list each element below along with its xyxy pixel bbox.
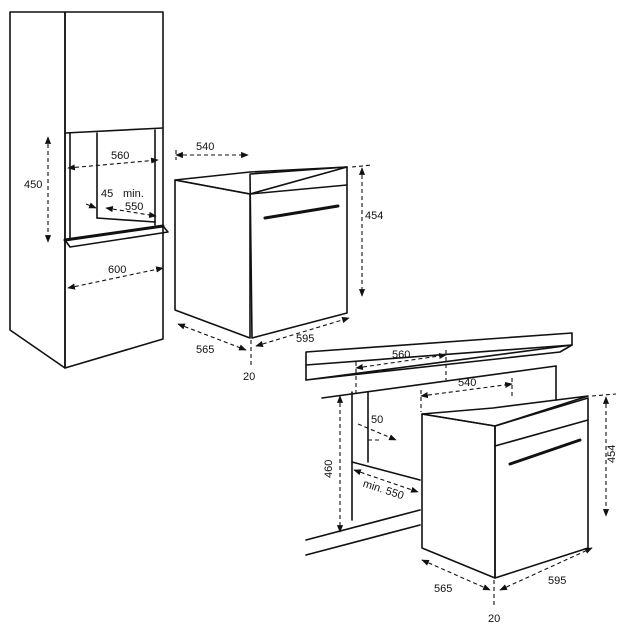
dim-niche-width <box>67 157 159 171</box>
dim-uc-oven-width <box>499 547 593 591</box>
label-oven-depth: 540 <box>196 141 214 153</box>
label-oven-body-depth: 565 <box>196 344 214 356</box>
dim-uc-body-depth <box>421 559 491 591</box>
niche-floor <box>351 461 421 481</box>
dim-rear-gap <box>85 202 97 209</box>
label-uc-niche-height: 460 <box>323 460 335 478</box>
oven-top <box>174 166 348 195</box>
cabinet-front <box>64 11 164 369</box>
oven-side <box>174 179 251 339</box>
uc-oven-top <box>421 395 589 427</box>
dim-uc-rear-gap <box>357 423 397 441</box>
label-uc-front-offset: 20 <box>488 613 500 625</box>
plinth-bottom <box>305 524 421 556</box>
shelf-edge <box>63 224 165 242</box>
label-uc-oven-depth: 540 <box>458 377 476 389</box>
oven-dimensions: 540 454 595 565 20 <box>175 141 383 383</box>
under-counter-dimensions: 560 540 460 50 min. 550 454 595 565 20 <box>323 349 618 625</box>
dim-uc-min-depth <box>353 469 419 493</box>
label-uc-niche-width: 560 <box>392 349 410 361</box>
dim-uc-oven-depth <box>420 381 513 399</box>
dim-uc-niche-width <box>355 352 447 371</box>
label-uc-min-depth: min. 550 <box>361 478 405 502</box>
niche-back-bottom <box>96 217 156 223</box>
oven-front <box>249 166 348 339</box>
label-niche-height: 450 <box>24 179 42 191</box>
label-oven-width: 595 <box>296 333 314 345</box>
label-uc-oven-width: 595 <box>548 575 566 587</box>
uc-oven-control-strip <box>494 419 589 447</box>
column-dimensions: 450 560 45 min. 550 600 <box>24 136 164 290</box>
column-cabinet <box>9 11 169 369</box>
label-min: min. <box>123 188 144 200</box>
dim-min-depth <box>105 206 157 218</box>
plinth-top <box>305 509 421 541</box>
label-niche-width: 560 <box>111 150 129 162</box>
uc-oven-side <box>421 413 496 579</box>
label-rear-gap: 45 <box>101 188 113 200</box>
oven-handle <box>263 204 340 220</box>
dim-oven-width <box>255 317 350 347</box>
label-cabinet-width: 600 <box>108 264 126 276</box>
upper-door-edge <box>64 127 164 134</box>
under-counter-unit <box>305 332 589 579</box>
countertop <box>305 332 573 366</box>
dim-tick <box>591 393 617 397</box>
label-min-depth: 550 <box>125 201 143 213</box>
label-oven-height: 454 <box>365 210 383 222</box>
label-uc-oven-height: 454 <box>606 445 618 463</box>
dim-tick <box>351 164 373 168</box>
uc-oven-handle <box>508 438 582 466</box>
label-uc-body-depth: 565 <box>434 583 452 595</box>
label-front-offset: 20 <box>243 371 255 383</box>
dim-oven-body-depth <box>177 323 247 351</box>
oven-unit <box>174 166 348 339</box>
cabinet-top-rail <box>321 365 557 399</box>
label-uc-rear-gap: 50 <box>371 414 383 426</box>
uc-oven-front <box>494 397 589 579</box>
oven-control-strip <box>249 184 348 195</box>
dim-cabinet-width <box>67 266 164 290</box>
